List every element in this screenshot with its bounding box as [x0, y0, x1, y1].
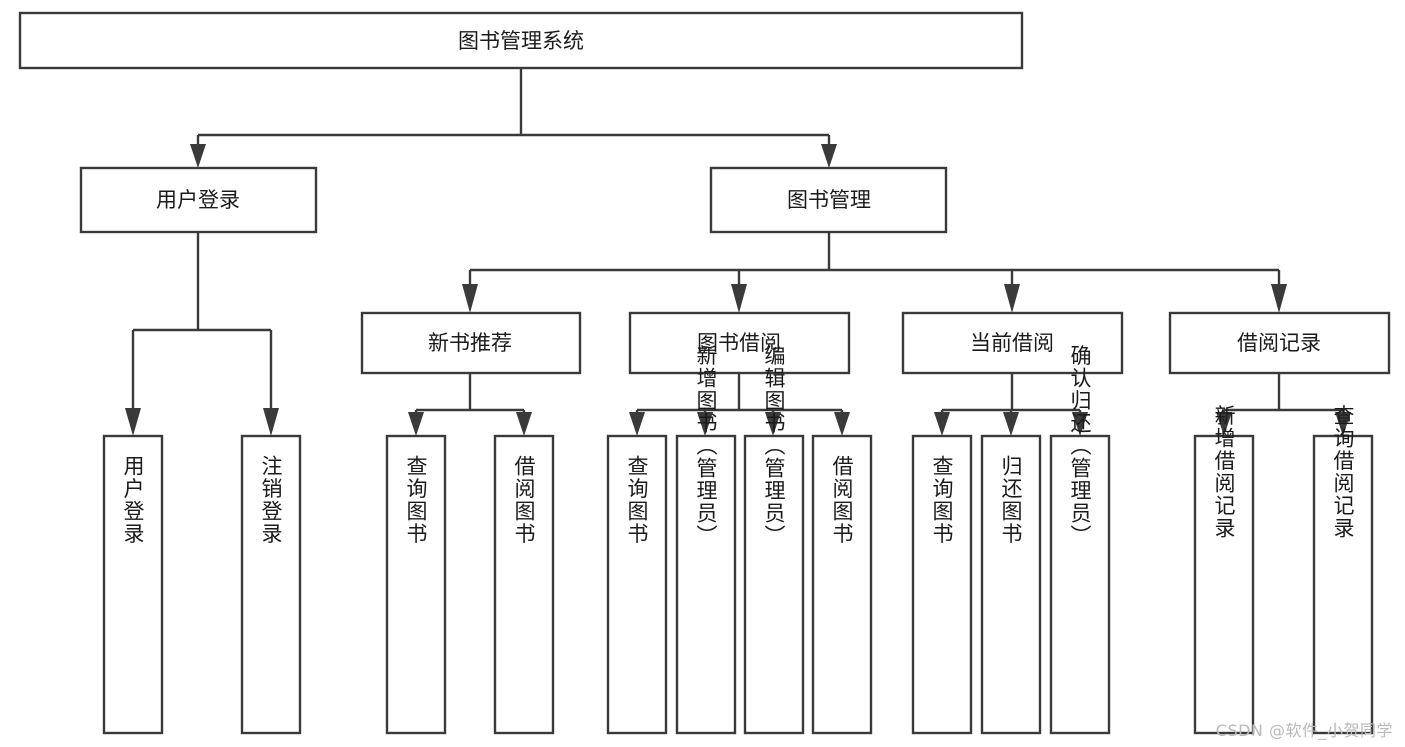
arrow-icon-to-new-book-rec [462, 284, 478, 313]
leaf-node[interactable]: 查询图书 [911, 434, 973, 735]
leaf-node[interactable]: 新增图书（管理员） [675, 345, 737, 735]
connector-group-book-mgmt-to-level3 [462, 232, 1287, 313]
connector-group-current-borrow-to-leaves [934, 373, 1088, 436]
arrow-icon-root-to-user-login [190, 144, 206, 168]
leaf-node[interactable]: 查询借阅记录 [1312, 405, 1374, 735]
node-book-borrow-label: 图书借阅 [697, 331, 781, 355]
arrow-icon-cb-leaf-3 [1072, 412, 1088, 436]
connector-group-new-book-rec-to-leaves [408, 373, 532, 436]
leaf-label-borrow-book-bb: 借阅图书 [830, 455, 854, 545]
node-user-login-box[interactable] [79, 166, 318, 234]
arrow-icon-to-leaf-logout [263, 408, 279, 436]
leaf-box-add-book[interactable] [675, 434, 737, 735]
watermark-text: CSDN @软件_小贺同学 [1215, 721, 1393, 740]
node-borrow-record-label: 借阅记录 [1237, 331, 1321, 355]
connector-group-user-login-to-leaves [125, 232, 279, 436]
leaf-box-user-login[interactable] [102, 434, 164, 735]
leaf-label-return-book: 归还图书 [999, 455, 1023, 545]
arrow-icon-to-leaf-user-login [125, 408, 141, 436]
connector-group-root-to-level2 [190, 68, 837, 168]
node-root-label: 图书管理系统 [458, 29, 584, 53]
node-new-book-recommend-box[interactable] [360, 311, 582, 375]
leaf-node[interactable]: 查询图书 [606, 434, 668, 735]
leaf-label-edit-book: 编辑图书（管理员） [762, 345, 786, 548]
node-new-book-recommend-label: 新书推荐 [428, 331, 512, 355]
leaf-box-borrow-book-nbr[interactable] [493, 434, 555, 735]
leaf-node[interactable]: 新增借阅记录 [1193, 405, 1255, 735]
leaf-node[interactable]: 用户登录 [102, 434, 164, 735]
leaf-box-query-book-cb[interactable] [911, 434, 973, 735]
leaf-box-query-book-nbr[interactable] [385, 434, 447, 735]
leaf-box-confirm-return[interactable] [1049, 434, 1111, 735]
arrow-icon-nbr-leaf-2 [516, 412, 532, 436]
node-current-borrow-label: 当前借阅 [970, 331, 1054, 355]
node-current-borrow[interactable]: 当前借阅 [901, 311, 1124, 375]
leaf-label-query-borrow-record: 查询借阅记录 [1331, 405, 1355, 540]
arrow-icon-to-current-borrow [1004, 284, 1020, 313]
arrow-icon-bb-leaf-2 [697, 412, 713, 436]
leaf-box-query-book-bb[interactable] [606, 434, 668, 735]
node-new-book-recommend[interactable]: 新书推荐 [360, 311, 582, 375]
leaf-label-query-book-cb: 查询图书 [930, 455, 954, 545]
node-user-login-label: 用户登录 [156, 188, 240, 212]
leaf-label-confirm-return: 确认归还（管理员） [1068, 345, 1092, 548]
connector-group-borrow-record-to-leaves [1216, 373, 1351, 436]
leaf-box-edit-book[interactable] [743, 434, 805, 735]
leaf-label-add-book: 新增图书（管理员） [694, 345, 718, 548]
node-book-management-box[interactable] [709, 166, 948, 234]
leaf-box-add-borrow-record[interactable] [1193, 434, 1255, 735]
leaf-box-logout[interactable] [240, 434, 302, 735]
leaf-node[interactable]: 借阅图书 [493, 434, 555, 735]
arrow-icon-bb-leaf-4 [834, 412, 850, 436]
leaf-label-query-book-nbr: 查询图书 [404, 455, 428, 545]
node-root[interactable]: 图书管理系统 [18, 11, 1024, 70]
leaf-node[interactable]: 借阅图书 [811, 434, 873, 735]
arrow-icon-br-leaf-1 [1216, 412, 1232, 436]
leaf-box-return-book[interactable] [980, 434, 1042, 735]
leaf-node[interactable]: 查询图书 [385, 434, 447, 735]
leaf-box-borrow-book-bb[interactable] [811, 434, 873, 735]
node-book-borrow-box[interactable] [628, 311, 851, 375]
arrow-icon-br-leaf-2 [1335, 412, 1351, 436]
node-book-management[interactable]: 图书管理 [709, 166, 948, 234]
arrow-icon-to-book-borrow [731, 284, 747, 313]
connector-group-book-borrow-to-leaves [629, 373, 850, 436]
arrow-icon-cb-leaf-1 [934, 412, 950, 436]
arrow-icon-nbr-leaf-1 [408, 412, 424, 436]
leaf-label-query-book-bb: 查询图书 [625, 455, 649, 545]
node-borrow-record[interactable]: 借阅记录 [1168, 311, 1391, 375]
node-user-login[interactable]: 用户登录 [79, 166, 318, 234]
leaf-label-borrow-book-nbr: 借阅图书 [512, 455, 536, 545]
leaf-node[interactable]: 归还图书 [980, 434, 1042, 735]
node-root-box[interactable] [18, 11, 1024, 70]
leaf-box-query-borrow-record[interactable] [1312, 434, 1374, 735]
leaf-node[interactable]: 编辑图书（管理员） [743, 345, 805, 735]
arrow-icon-cb-leaf-2 [1003, 412, 1019, 436]
leaf-label-logout: 注销登录 [259, 455, 283, 545]
node-book-management-label: 图书管理 [787, 188, 871, 212]
arrow-icon-root-to-book-mgmt [821, 144, 837, 168]
arrow-icon-bb-leaf-1 [629, 412, 645, 436]
arrow-icon-to-borrow-record [1271, 284, 1287, 313]
arrow-icon-bb-leaf-3 [765, 412, 781, 436]
leaf-label-add-borrow-record: 新增借阅记录 [1212, 405, 1236, 540]
leaf-node[interactable]: 确认归还（管理员） [1049, 345, 1111, 735]
node-book-borrow[interactable]: 图书借阅 [628, 311, 851, 375]
leaf-label-user-login: 用户登录 [121, 455, 145, 545]
node-borrow-record-box[interactable] [1168, 311, 1391, 375]
node-current-borrow-box[interactable] [901, 311, 1124, 375]
leaf-node[interactable]: 注销登录 [240, 434, 302, 735]
